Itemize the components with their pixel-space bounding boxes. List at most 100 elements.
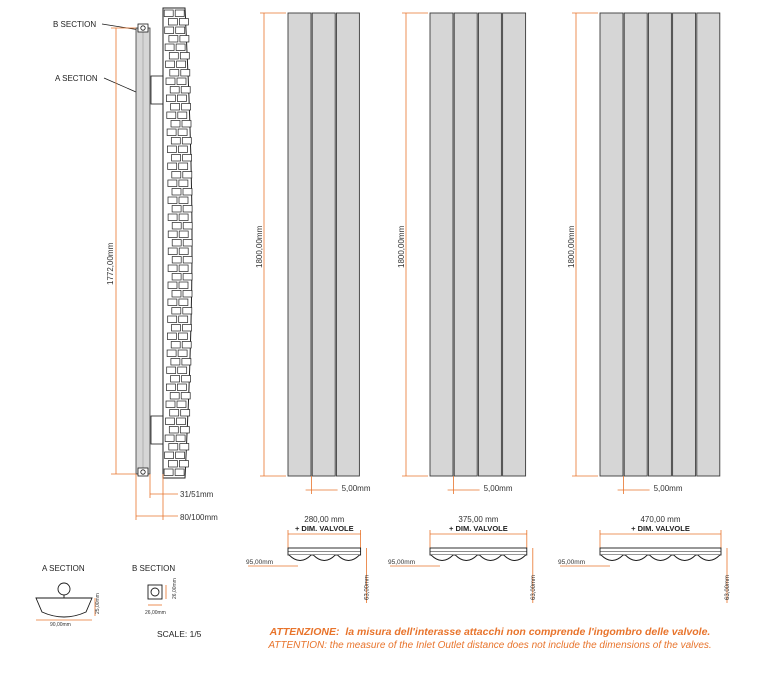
brick [182,324,192,332]
brick [181,137,192,145]
brick [177,383,187,391]
brick [166,383,176,391]
brick [170,103,180,111]
a-section-leader [103,77,137,93]
width-label: 280,00 mm [304,515,344,524]
brick [171,290,182,298]
brick [176,60,186,68]
brick [178,230,189,238]
bottom-cap-ring [140,469,146,475]
brick [166,366,177,374]
brick [181,341,192,349]
b-section-height-label: 26,00mm [172,578,178,599]
radiator-column [335,12,360,477]
brick [179,460,189,468]
brick [168,443,179,451]
brick [171,171,182,179]
section-height-label: 63,00mm [725,575,731,600]
b-section-width-label: 26,00mm [145,610,166,616]
valve-label: + DIM. VALVOLE [631,524,690,533]
radiator-column [599,12,624,477]
section-column-tube [600,554,624,561]
depth-small-label: 31/51mm [180,490,214,499]
a-section-width-label: 90,00mm [50,622,71,628]
brick [171,307,182,315]
brick [165,417,175,425]
inlet-offset-label: 95,00mm [246,559,273,566]
brick [167,332,177,340]
radiator-column [453,12,478,477]
italian-note-text: la misura dell'interasse attacchi non co… [345,626,711,638]
radiator-column [623,12,648,477]
brick [180,69,191,77]
brick [177,366,188,374]
valve-label: + DIM. VALVOLE [295,524,354,533]
brick [167,179,178,187]
brick [175,434,186,442]
radiator-column [647,12,672,477]
width-label: 470,00 mm [640,515,680,524]
brick [182,307,193,315]
depth-large-label: 80/100mm [180,513,218,522]
a-section-height-label: 25,00mm [95,593,101,614]
brick [181,120,192,128]
brick [171,273,182,281]
brick [171,154,181,162]
brick [166,349,177,357]
section-column-tube [624,554,648,561]
brick [180,409,191,417]
brick [178,298,189,306]
radiator-column [477,12,502,477]
section-height-label: 63,00mm [365,575,371,600]
brick [170,120,181,128]
english-note: ATTENTION: the measure of the Inlet Outl… [268,640,712,651]
brick [182,273,193,281]
brick [165,77,176,85]
brick [171,222,182,230]
radiator-column [287,12,312,477]
brick [167,298,178,306]
brick [179,426,190,434]
brick [164,26,175,34]
radiator-column [429,12,454,477]
a-section-tube [57,582,71,596]
brick [167,196,178,204]
brick [171,324,181,332]
brick [182,256,193,264]
a-section-detail: A SECTION 90,00mm 25,00mm [35,564,101,628]
brick [178,247,189,255]
brick [176,417,186,425]
a-section-profile [35,597,93,618]
brick [166,128,177,136]
brick [180,86,191,94]
radiator-column [672,12,697,477]
brick [168,35,179,43]
brick [167,264,178,272]
brick [167,315,178,323]
brick [170,341,181,349]
valve-label: + DIM. VALVOLE [449,524,508,533]
bottom-cap [137,467,149,477]
brick [169,409,180,417]
section-column-tube [430,554,454,561]
brick [168,426,179,434]
brick [179,443,190,451]
height-label: 1800,00mm [567,225,576,268]
b-section-leader [101,23,141,31]
section-column-tube [288,554,312,561]
brick [164,43,175,51]
b-section-detail: B SECTION 26,00mm 26,00mm [132,564,178,616]
brick [163,9,174,17]
brick [177,111,188,119]
brick [168,460,178,468]
inlet-offset-label: 95,00mm [388,559,415,566]
b-section-label: B SECTION [53,20,96,29]
brick [178,162,189,170]
inlet-offset-label: 95,00mm [558,559,585,566]
brick [165,400,176,408]
brick [167,281,178,289]
